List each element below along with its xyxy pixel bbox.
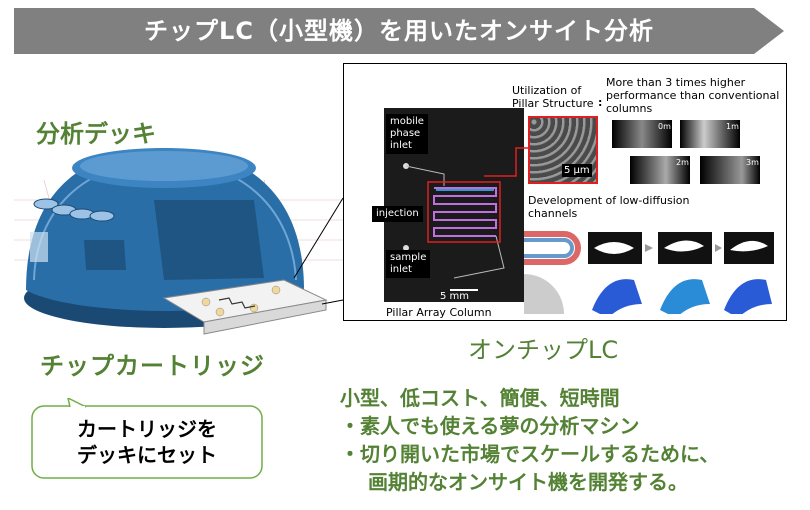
- summary-block: 小型、低コスト、簡便、短時間 ・素人でも使える夢の分析マシン ・切り開いた市場で…: [340, 384, 719, 496]
- time-3m-label: 3m: [746, 158, 759, 167]
- callout-text: カートリッジを デッキにセット: [40, 416, 254, 468]
- pillar-array-caption: Pillar Array Column: [386, 306, 492, 319]
- mobile-phase-inlet-label: mobile phase inlet: [386, 114, 428, 154]
- cartridge-label: チップカートリッジ: [40, 352, 265, 380]
- callout-line-2: デッキにセット: [77, 443, 217, 467]
- performance-text: More than 3 times higher performance tha…: [606, 76, 780, 115]
- callout-line-1: カートリッジを: [77, 417, 217, 441]
- summary-line-1: 小型、低コスト、簡便、短時間: [340, 386, 620, 410]
- summary-line-2: ・素人でも使える夢の分析マシン: [340, 414, 640, 438]
- chip-channel-drawing: [403, 163, 505, 291]
- time-1m-label: 1m: [726, 122, 739, 131]
- sem-scale-label: 5 μm: [562, 164, 592, 177]
- utilization-label: Utilization of Pillar Structure: [512, 84, 594, 110]
- band-0m: [612, 120, 672, 148]
- onchip-label: オンチップLC: [468, 336, 619, 364]
- callout-bubble: [31, 398, 263, 479]
- analysis-deck-illustration: [14, 148, 344, 335]
- banner-arrow-shape: [14, 8, 784, 54]
- utilization-colon: :: [598, 96, 603, 109]
- low-diffusion-diagram: [524, 231, 774, 314]
- zoom-connector: [484, 147, 532, 177]
- summary-line-4: 画期的なオンサイト機を開発する。: [368, 470, 688, 494]
- time-2m-label: 2m: [676, 158, 689, 167]
- sample-inlet-label: sample inlet: [386, 250, 431, 278]
- band-1m: [680, 120, 740, 148]
- title-banner: チップLC（小型機）を用いたオンサイト分析: [14, 8, 784, 54]
- onchip-figure-panel: mobile phase inlet injection sample inle…: [343, 63, 787, 321]
- summary-line-3: ・切り開いた市場でスケールするために、: [340, 442, 720, 466]
- band-3m: [700, 156, 760, 184]
- time-0m-label: 0m: [658, 122, 671, 131]
- low-diffusion-label: Development of low-diffusion channels: [528, 194, 690, 220]
- injection-label: injection: [372, 206, 423, 222]
- deck-label: 分析デッキ: [36, 120, 156, 148]
- band-2m: [630, 156, 690, 184]
- banner-title: チップLC（小型機）を用いたオンサイト分析: [144, 17, 654, 45]
- scale-bar-label: 5 mm: [440, 291, 470, 302]
